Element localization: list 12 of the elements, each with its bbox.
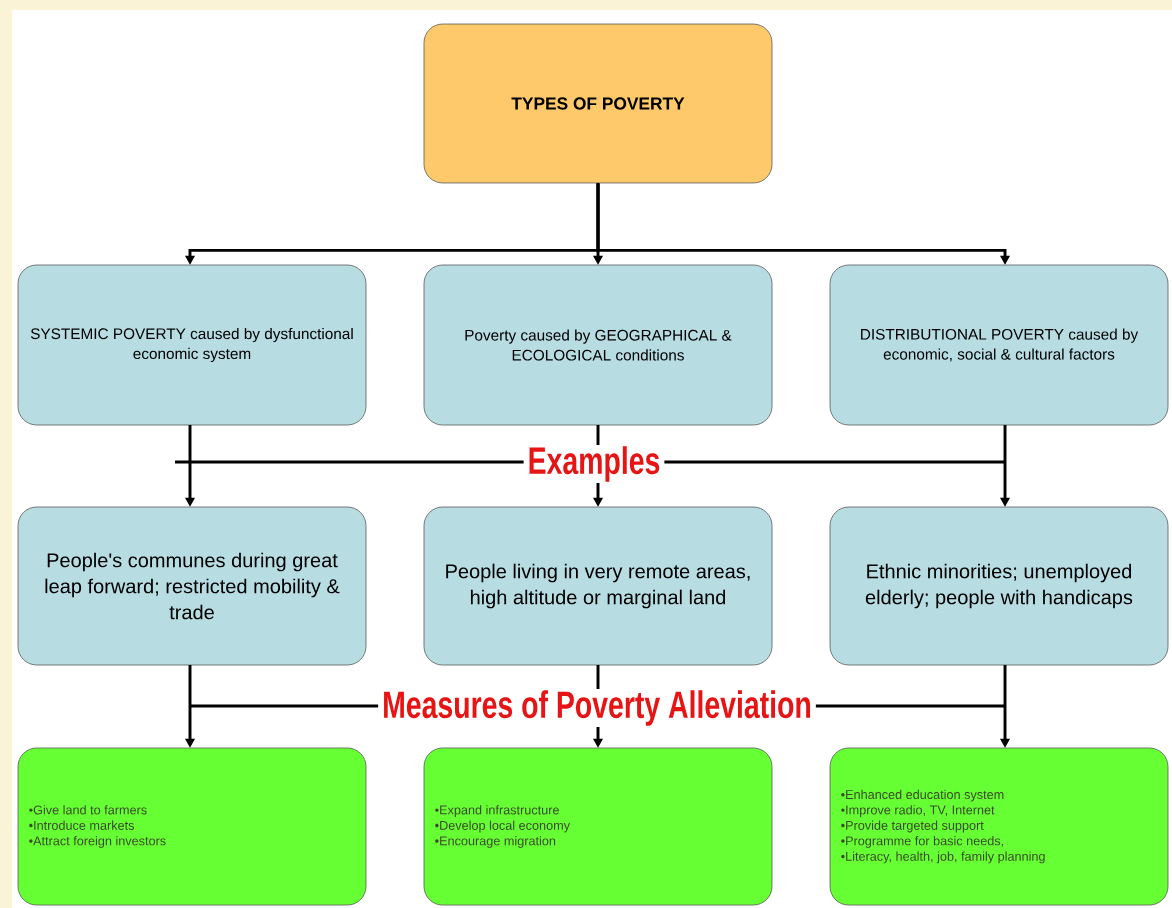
process-box: SYSTEMIC POVERTY caused by dysfunctional economic system <box>17 264 367 426</box>
section-label: Measures of Poverty Alleviation <box>378 688 816 728</box>
process-box: Poverty caused by GEOGRAPHICAL & ECOLOGICAL conditions <box>423 264 773 426</box>
bullet-list-box: •Give land to farmers •Introduce markets •Attract foreign investors <box>17 747 367 906</box>
process-box: Ethnic minorities; unemployed elderly; people with handicaps <box>829 506 1169 666</box>
section-label: Examples <box>523 444 665 484</box>
process-box: People living in very remote areas, high altitude or marginal land <box>423 506 773 666</box>
bullet-list-box: •Enhanced education system •Improve radio, TV, Internet •Provide targeted support •Programme for basic needs, •Literacy, health, job, family planning <box>829 747 1169 906</box>
bullet-list-box: •Expand infrastructure •Develop local economy •Encourage migration <box>423 747 773 906</box>
process-box: TYPES OF POVERTY <box>423 23 773 184</box>
process-box: People's communes during great leap forward; restricted mobility & trade <box>17 506 367 666</box>
process-box: DISTRIBUTIONAL POVERTY caused by economic, social & cultural factors <box>829 264 1169 426</box>
